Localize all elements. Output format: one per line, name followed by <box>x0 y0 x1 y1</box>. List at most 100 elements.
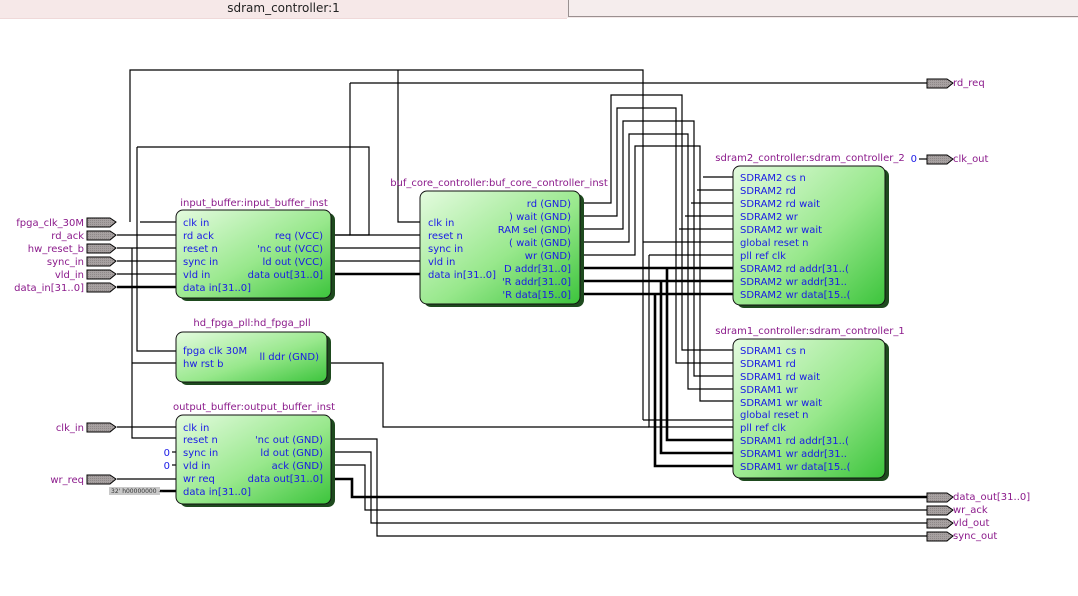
output-pin-wr-ack[interactable]: wr_ack <box>926 505 988 516</box>
block-title: hd_fpga_pll:hd_fpga_pll <box>193 318 310 329</box>
port-in: global reset n <box>740 410 809 421</box>
port-in: SDRAM1 wr wait <box>740 398 822 409</box>
block-title: sdram1_controller:sdram_controller_1 <box>715 326 904 337</box>
port-in: vld in <box>183 461 210 472</box>
pin-label: data_in[31..0] <box>14 283 84 294</box>
port-out: 'nc out (GND) <box>255 435 323 446</box>
port-in: fpga clk 30M <box>183 346 247 357</box>
port-in: SDRAM1 wr addr[31.. <box>740 449 847 460</box>
port-in: SDRAM2 wr wait <box>740 225 822 236</box>
block-sdram2-controller[interactable]: sdram2_controller:sdram_controller_2 SDR… <box>715 153 905 308</box>
tab-bar: sdram_controller:1 <box>0 0 1078 19</box>
input-pin-clk-in[interactable]: clk_in <box>56 422 117 434</box>
pin-label: clk_out <box>953 154 989 165</box>
pin-label: rd_ack <box>51 231 84 242</box>
port-in: SDRAM2 wr data[15..( <box>740 290 851 301</box>
const-zero-clk-out: 0 <box>911 154 917 165</box>
pin-label: clk_in <box>56 423 84 434</box>
port-in: pll ref clk <box>740 423 786 434</box>
port-in: SDRAM2 rd addr[31..( <box>740 264 849 275</box>
block-hd-fpga-pll[interactable]: hd_fpga_pll:hd_fpga_pll fpga clk 30M hw … <box>175 318 331 385</box>
pin-label: hw_reset_b <box>28 244 84 255</box>
input-pin-wr-req[interactable]: wr_req <box>50 474 117 486</box>
port-out: ld out (GND) <box>260 448 323 459</box>
pin-label: vld_in <box>55 270 84 281</box>
input-pin-fpga-clk-30m[interactable]: fpga_clk_30M <box>16 217 117 229</box>
pin-label: sync_in <box>47 257 84 268</box>
block-buf-core-controller[interactable]: buf_core_controller:buf_core_controller_… <box>390 178 608 307</box>
port-out: 'R addr[31..0] <box>502 277 571 288</box>
block-title: buf_core_controller:buf_core_controller_… <box>390 178 608 189</box>
input-pin-sync-in[interactable]: sync_in <box>47 256 117 268</box>
pin-label: wr_req <box>50 475 84 486</box>
port-in: clk in <box>428 218 454 229</box>
output-pin-vld-out[interactable]: vld_out <box>926 518 990 529</box>
output-pin-sync-out[interactable]: sync_out <box>926 531 997 542</box>
output-pin-clk-out[interactable]: clk_out <box>926 154 989 165</box>
input-pins: fpga_clk_30M rd_ack hw_reset_b sync_in v… <box>14 217 117 486</box>
pin-label: data_out[31..0] <box>953 492 1030 503</box>
input-pin-rd-ack[interactable]: rd_ack <box>51 230 117 242</box>
port-out: RAM sel (GND) <box>498 225 571 236</box>
port-in: SDRAM2 rd wait <box>740 199 820 210</box>
hex-const: 32' h00000000 -- <box>111 488 163 495</box>
port-in: global reset n <box>740 238 809 249</box>
port-in: SDRAM2 wr addr[31.. <box>740 277 847 288</box>
port-in: vld in <box>183 270 210 281</box>
port-in: rd ack <box>183 231 214 242</box>
port-out: ( wait (GND) <box>509 238 571 249</box>
wires <box>117 69 927 537</box>
port-in: clk in <box>183 423 209 434</box>
port-in: SDRAM2 wr <box>740 212 799 223</box>
port-in: clk in <box>183 218 209 229</box>
tab-sdram-controller[interactable]: sdram_controller:1 <box>0 0 567 19</box>
output-pin-rd-req[interactable]: rd_req <box>926 78 985 89</box>
port-out: D addr[31..0] <box>504 264 571 275</box>
port-out: 'nc out (VCC) <box>257 244 323 255</box>
port-in: hw rst b <box>183 359 223 370</box>
port-out: ) wait (GND) <box>509 212 571 223</box>
hex-const-box <box>109 487 160 495</box>
port-in: sync in <box>183 257 218 268</box>
output-pin-data-out[interactable]: data_out[31..0] <box>926 492 1030 503</box>
port-in: reset n <box>428 231 463 242</box>
block-input-buffer[interactable]: input_buffer:input_buffer_inst clk in rd… <box>175 198 335 301</box>
port-in: reset n <box>183 435 218 446</box>
input-pin-vld-in[interactable]: vld_in <box>55 269 117 281</box>
port-out: rd (GND) <box>527 199 571 210</box>
input-pin-hw-reset-b[interactable]: hw_reset_b <box>28 243 117 255</box>
port-out: data out[31..0] <box>248 474 323 485</box>
port-out: ack (GND) <box>272 461 323 472</box>
port-in: SDRAM1 wr data[15..( <box>740 462 851 473</box>
const-zero-sync: 0 <box>164 448 170 459</box>
port-out: 'R data[15..0] <box>502 290 571 301</box>
block-title: sdram2_controller:sdram_controller_2 <box>715 153 904 164</box>
const-zero-vld: 0 <box>164 461 170 472</box>
port-in: wr req <box>183 474 215 485</box>
port-in: reset n <box>183 244 218 255</box>
pin-label: wr_ack <box>953 505 988 516</box>
port-out: req (VCC) <box>275 231 323 242</box>
constants: 0 0 0 32' h00000000 -- <box>109 154 917 495</box>
port-in: sync in <box>428 244 463 255</box>
port-out: ld out (VCC) <box>263 257 324 268</box>
output-pins: rd_req clk_out data_out[31..0] wr_ack vl… <box>926 78 1030 542</box>
pin-label: sync_out <box>953 531 997 542</box>
input-pin-data-in[interactable]: data_in[31..0] <box>14 282 117 294</box>
port-in: SDRAM2 cs n <box>740 173 806 184</box>
block-sdram1-controller[interactable]: sdram1_controller:sdram_controller_1 SDR… <box>715 326 905 481</box>
port-in: SDRAM1 rd wait <box>740 372 820 383</box>
port-in: SDRAM1 rd addr[31..( <box>740 436 849 447</box>
port-in: pll ref clk <box>740 251 786 262</box>
port-in: SDRAM1 cs n <box>740 346 806 357</box>
port-out: wr (GND) <box>525 251 571 262</box>
port-in: SDRAM1 rd <box>740 359 796 370</box>
port-in: data in[31..0] <box>183 487 251 498</box>
block-output-buffer[interactable]: output_buffer:output_buffer_inst clk in … <box>173 402 335 507</box>
port-in: SDRAM1 wr <box>740 385 799 396</box>
pin-label: rd_req <box>953 78 985 89</box>
port-out: data out[31..0] <box>248 270 323 281</box>
block-title: output_buffer:output_buffer_inst <box>173 402 335 413</box>
tab-bar-empty <box>568 0 1078 17</box>
